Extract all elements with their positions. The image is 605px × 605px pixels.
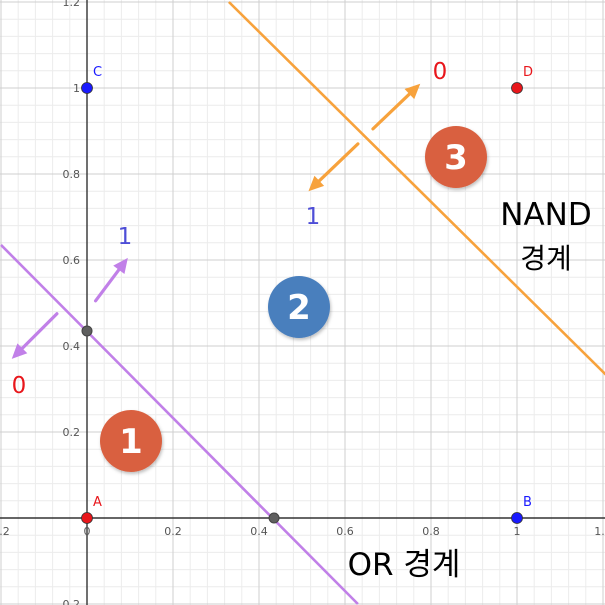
point-marker	[81, 82, 93, 94]
x-tick-label: 0.8	[422, 525, 440, 538]
region-badge-2: 2	[268, 276, 330, 338]
y-tick-label: 0.8	[63, 168, 81, 181]
arrow-head	[11, 343, 28, 359]
arrow-shaft	[20, 312, 59, 350]
region-circle-3	[425, 126, 487, 188]
nand-boundary-label: NAND	[500, 197, 591, 233]
region-badge-3: 3	[425, 126, 487, 188]
point-marker	[511, 512, 523, 524]
y-tick-label: 0.4	[63, 340, 81, 353]
point-d: D	[511, 65, 533, 94]
point-marker	[511, 82, 523, 94]
or-positive-label: 1	[118, 224, 133, 250]
x-tick-label: 0.6	[336, 525, 354, 538]
or-boundary-line	[0, 244, 359, 605]
point-marker	[81, 512, 93, 524]
point-a: A	[81, 495, 102, 524]
or-negative-label: 0	[12, 373, 27, 399]
x-tick-label: 1	[514, 525, 521, 538]
arrow	[308, 142, 360, 192]
region-badge-1: 1	[100, 410, 162, 472]
arrow	[11, 312, 59, 359]
intercept-point	[268, 512, 280, 524]
y-tick-label: 0.6	[63, 254, 81, 267]
arrow-shaft	[371, 92, 411, 131]
direction-arrows	[11, 83, 421, 359]
x-tick-label: 0	[84, 525, 91, 538]
point-label: A	[93, 495, 102, 510]
arrow-head	[308, 175, 325, 192]
x-tick-label: 1.2	[594, 525, 605, 538]
y-tick-label: 1.2	[63, 0, 81, 9]
arrow-shaft	[317, 142, 360, 183]
point-label: C	[93, 65, 102, 80]
region-circle-2	[268, 276, 330, 338]
x-tick-label: 0.2	[0, 525, 10, 538]
point-label: B	[523, 495, 532, 510]
y-tick-label: 0.2	[63, 598, 81, 605]
point-label: D	[523, 65, 533, 80]
intercept-points	[81, 325, 280, 524]
point-c: C	[81, 65, 102, 94]
data-points: A B C D	[81, 65, 533, 524]
nand-positive-label: 1	[306, 204, 321, 230]
arrow	[93, 257, 128, 303]
arrow-head	[113, 257, 128, 275]
nand-negative-label: 0	[433, 59, 448, 85]
nand-boundary-line	[227, 1, 605, 376]
x-tick-label: 0.2	[164, 525, 182, 538]
intercept-point	[81, 325, 93, 337]
region-number-3: 3	[444, 138, 468, 178]
x-tick-label: 0.4	[250, 525, 268, 538]
arrow-shaft	[93, 268, 121, 303]
or-boundary-label: OR 경계	[348, 547, 461, 583]
arrow	[371, 83, 421, 131]
point-b: B	[511, 495, 532, 524]
region-circle-1	[100, 410, 162, 472]
region-number-2: 2	[287, 288, 311, 328]
y-tick-label: 1	[73, 82, 80, 95]
arrow-head	[404, 83, 421, 100]
y-tick-label: 0.2	[63, 426, 81, 439]
region-number-1: 1	[119, 422, 143, 462]
nand-boundary-label-2: 경계	[520, 242, 572, 275]
